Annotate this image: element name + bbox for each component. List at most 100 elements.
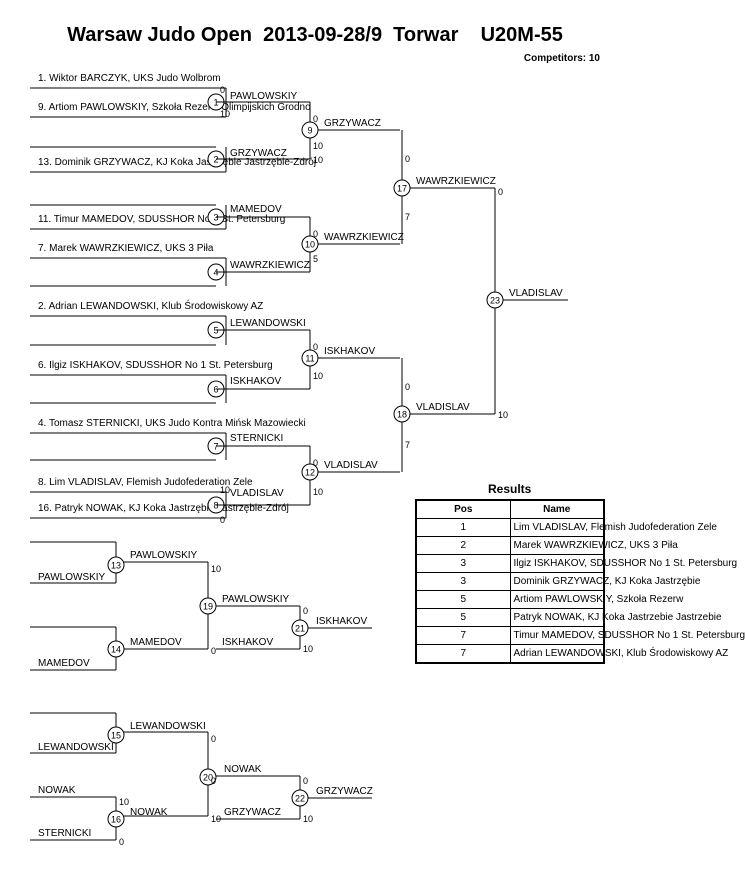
match-winner: ISKHAKOV: [316, 616, 367, 627]
match-score: 10: [220, 109, 230, 119]
page-title: Warsaw Judo Open 2013-09-28/9 Torwar U20…: [67, 24, 563, 46]
repechage-entry: LEWANDOWSKI: [38, 742, 114, 753]
match-score: 0: [313, 458, 318, 468]
match-score: 10: [313, 155, 323, 165]
match-number: 22: [295, 794, 305, 804]
match-score: 0: [303, 606, 308, 616]
result-name: Patryk NOWAK, KJ Koka Jastrzebie Jastrze…: [509, 608, 722, 627]
match-winner: WAWRZKIEWICZ: [416, 176, 496, 187]
match-score: 0: [313, 342, 318, 352]
match-score: 0: [119, 837, 124, 847]
competitor-name: 1. Wiktor BARCZYK, UKS Judo Wolbrom: [38, 73, 221, 84]
match-number: 23: [490, 296, 500, 306]
match-winner: MAMEDOV: [230, 204, 282, 215]
match-score: 0: [220, 85, 225, 95]
results-header-row: Pos Name: [415, 499, 605, 519]
match-winner: PAWLOWSKIY: [230, 91, 298, 102]
match-winner: VLADISLAV: [416, 402, 470, 413]
match-winner: ISKHAKOV: [222, 637, 273, 648]
match-winner: ISKHAKOV: [230, 376, 281, 387]
match-score: 0: [211, 646, 216, 656]
match-score: 10: [119, 797, 129, 807]
match-winner: VLADISLAV: [509, 288, 563, 299]
repechage-entry: STERNICKI: [38, 828, 91, 839]
match-winner: ISKHAKOV: [324, 346, 375, 357]
match-score: 10: [211, 564, 221, 574]
match-winner: PAWLOWSKIY: [222, 594, 290, 605]
match-circle: [199, 768, 217, 786]
competitor-name: 8. Lim VLADISLAV, Flemish Judofederation…: [38, 477, 253, 488]
result-name: Ilgiz ISKHAKOV, SDUSSHOR No 1 St. Peters…: [509, 554, 737, 573]
match-score: 0: [220, 515, 225, 525]
competitor-name: 2. Adrian LEWANDOWSKI, Klub Środowiskowy…: [38, 299, 263, 312]
match-winner: NOWAK: [224, 764, 262, 775]
match-score: 0: [498, 187, 503, 197]
match-score: 10: [313, 487, 323, 497]
result-name: Artiom PAWLOWSKIY, Szkoła Rezerw: [509, 590, 683, 609]
result-name: Timur MAMEDOV, SDUSSHOR No 1 St. Petersb…: [509, 626, 745, 645]
match-winner: GRZYWACZ: [324, 118, 381, 129]
match-score: 10: [498, 410, 508, 420]
match-score: 0: [303, 776, 308, 786]
match-circle: [107, 556, 125, 574]
match-winner: LEWANDOWSKI: [230, 318, 306, 329]
competitor-name: 13. Dominik GRZYWACZ, KJ Koka Jastrzębie…: [38, 157, 316, 168]
match-score: 0: [313, 229, 318, 239]
match-winner: WAWRZKIEWICZ: [230, 260, 310, 271]
match-number: 18: [397, 410, 407, 420]
match-number: 9: [307, 126, 312, 136]
result-pos: 5: [415, 590, 511, 609]
repechage-entry: PAWLOWSKIY: [38, 572, 106, 583]
results-header-name: Name: [509, 499, 605, 519]
match-score: 10: [220, 485, 230, 495]
match-winner: MAMEDOV: [130, 637, 182, 648]
match-score: 0: [313, 114, 318, 124]
match-number: 16: [111, 815, 121, 825]
match-number: 17: [397, 184, 407, 194]
match-winner: VLADISLAV: [230, 488, 284, 499]
match-score: 0: [405, 154, 410, 164]
match-winner: WAWRZKIEWICZ: [324, 232, 404, 243]
result-pos: 3: [415, 554, 511, 573]
result-pos: 5: [415, 608, 511, 627]
match-winner: STERNICKI: [230, 433, 283, 444]
result-pos: 7: [415, 626, 511, 645]
match-winner: NOWAK: [130, 807, 168, 818]
results-title: Results: [488, 482, 532, 496]
match-score: 5: [313, 254, 318, 264]
match-score: 0: [405, 382, 410, 392]
competitor-name: 16. Patryk NOWAK, KJ Koka Jastrzębie Jas…: [38, 503, 289, 514]
match-score: 0: [211, 734, 216, 744]
competitor-name: 6. Ilgiz ISKHAKOV, SDUSSHOR No 1 St. Pet…: [38, 360, 273, 371]
bracket-diagram: 1. Wiktor BARCZYK, UKS Judo Wolbrom 9. Ar…: [30, 73, 568, 847]
competitors-count: Competitors: 10: [523, 53, 600, 64]
match-score: 7: [405, 440, 410, 450]
match-score: 10: [303, 814, 313, 824]
results-header-pos: Pos: [415, 499, 511, 519]
result-name: Adrian LEWANDOWSKI, Klub Środowiskowy AZ: [509, 644, 728, 664]
match-number: 14: [111, 645, 121, 655]
match-score: 10: [313, 371, 323, 381]
result-name: Dominik GRZYWACZ, KJ Koka Jastrzębie: [509, 572, 700, 591]
match-score: 7: [405, 212, 410, 222]
competitor-name: 9. Artiom PAWLOWSKIY, Szkoła Rezerw Olim…: [38, 102, 311, 113]
result-pos: 3: [415, 572, 511, 591]
result-pos: 1: [415, 518, 511, 537]
match-winner: GRZYWACZ: [316, 786, 373, 797]
match-number: 11: [305, 354, 314, 364]
match-winner: LEWANDOWSKI: [130, 721, 206, 732]
competitor-name: 4. Tomasz STERNICKI, UKS Judo Kontra Miń…: [38, 418, 306, 429]
result-name: Lim VLADISLAV, Flemish Judofederation Ze…: [509, 518, 717, 537]
match-number: 15: [111, 731, 121, 741]
match-winner: GRZYWACZ: [230, 148, 287, 159]
match-number: 21: [295, 624, 305, 634]
repechage-entry: MAMEDOV: [38, 658, 90, 669]
